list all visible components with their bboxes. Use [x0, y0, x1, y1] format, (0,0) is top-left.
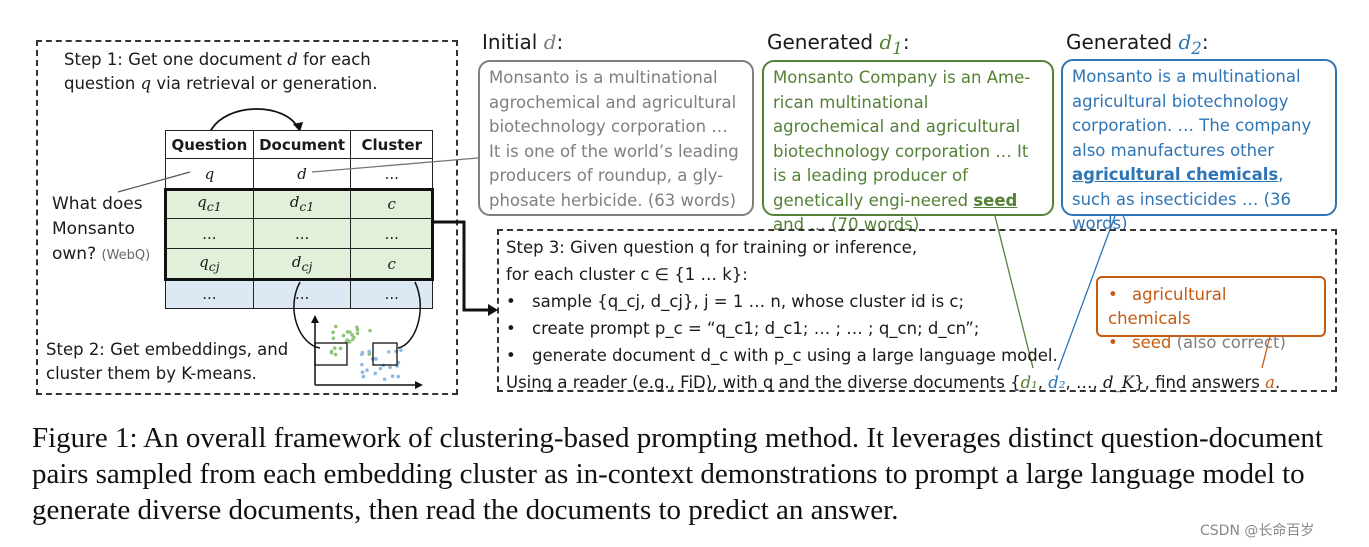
watermark: CSDN @长命百岁 [1200, 523, 1315, 539]
header-document: Document [252, 130, 352, 159]
embedding-point [378, 366, 383, 371]
embedding-point [382, 377, 387, 382]
embedding-point [361, 374, 366, 379]
embedding-point [365, 368, 369, 373]
question-to-document-arrow [209, 108, 303, 133]
embedding-point [396, 374, 401, 379]
embedding-point [332, 346, 337, 350]
embedding-point [390, 374, 395, 379]
embedding-point [331, 330, 335, 335]
figure-caption: Figure 1: An overall framework of cluste… [32, 422, 1323, 526]
gen2-doc-box: Monsanto is a multinational agricultural… [1061, 59, 1337, 233]
cluster-highlight-border [164, 188, 434, 281]
step3-text: Step 3: Given question q for training or… [506, 234, 1331, 396]
cell-d-cj: dcj [252, 248, 352, 279]
answer-item: •agricultural chemicals [1108, 285, 1227, 328]
step3-bullet: •create prompt p_c = “q_c1; d_c1; … ; … … [506, 319, 980, 338]
cell-d-c1: dc1 [252, 188, 352, 219]
embedding-point [329, 350, 334, 355]
embedding-point [368, 328, 372, 333]
embedding-point [386, 350, 391, 354]
cluster-box [314, 342, 348, 366]
cell-q-cj: qcj [165, 248, 254, 279]
embedding-point [388, 365, 392, 370]
step1-text: Step 1: Get one document d for each ques… [64, 50, 378, 93]
embedding-cluster-plot [311, 315, 423, 389]
question-label: What does Monsanto own? (WebQ) [52, 194, 151, 264]
header-cluster: Cluster [350, 130, 433, 159]
embedding-point [360, 362, 364, 367]
embedding-point [355, 331, 360, 336]
cell-ellipsis: ... [165, 278, 254, 309]
cell-c: c [350, 188, 433, 219]
embedding-point [333, 324, 338, 329]
embedding-point [350, 337, 355, 342]
cell-ellipsis: ... [350, 278, 433, 309]
embedding-point [345, 330, 350, 334]
embedding-point [341, 333, 346, 338]
embedding-point [350, 333, 354, 337]
gen1-doc-title: Generated d1: [767, 30, 910, 58]
step3-bullet: •generate document d_c with p_c using a … [506, 346, 1058, 365]
answer-item: •seed (also correct) [1108, 333, 1286, 352]
embedding-point [360, 350, 365, 355]
embedding-point [331, 336, 336, 341]
initial-doc-title: Initial d: [482, 30, 564, 54]
step3-panel [497, 229, 1337, 392]
cell-q-c1: qc1 [165, 188, 254, 219]
gen1-doc-box: Monsanto Company is an Ame-rican multina… [762, 60, 1054, 234]
step1-step2-panel [36, 40, 458, 395]
cell-c: c [350, 248, 433, 279]
cell-ellipsis: ... [350, 218, 433, 249]
step3-final-line: Using a reader (e.g., FiD), with q and t… [506, 373, 1281, 392]
embedding-point [338, 346, 343, 351]
gen2-doc-title: Generated d2: [1066, 30, 1209, 58]
cluster-box [372, 342, 398, 366]
embedding-point [333, 352, 338, 357]
header-question: Question [165, 130, 254, 159]
initial-doc-box: Monsanto is a multinational agrochemical… [478, 60, 754, 216]
cell-d: d [252, 158, 352, 189]
step3-bullet: •sample {q_cj, d_cj}, j = 1 … n, whose c… [506, 292, 965, 311]
cell-ellipsis: ... [252, 278, 352, 309]
step2-text: Step 2: Get embeddings, and cluster them… [46, 340, 289, 383]
embedding-point [373, 356, 378, 361]
answers-box: •agricultural chemicals •seed (also corr… [1096, 276, 1326, 352]
embedding-point [373, 371, 378, 376]
cell-ellipsis: ... [252, 218, 352, 249]
embedding-point [360, 370, 365, 375]
embedding-point [399, 348, 403, 353]
embedding-point [367, 349, 371, 354]
question-document-table: Question Document Cluster q d ... qc1 dc… [165, 130, 433, 309]
embedding-point [355, 327, 360, 332]
